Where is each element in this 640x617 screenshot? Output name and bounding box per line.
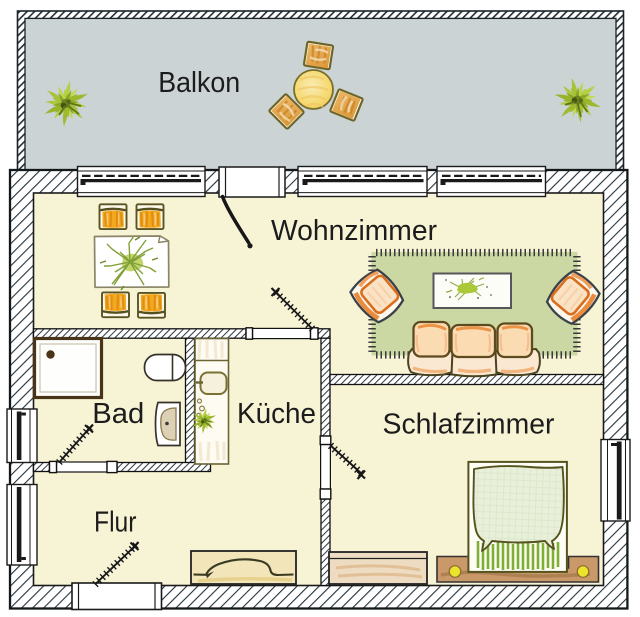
svg-text:Schlafzimmer: Schlafzimmer xyxy=(383,409,555,441)
svg-text:Balkon: Balkon xyxy=(158,67,240,99)
svg-text:Bad: Bad xyxy=(92,398,144,430)
svg-text:Küche: Küche xyxy=(237,398,316,430)
svg-text:Wohnzimmer: Wohnzimmer xyxy=(271,215,437,247)
svg-text:Flur: Flur xyxy=(94,506,137,538)
